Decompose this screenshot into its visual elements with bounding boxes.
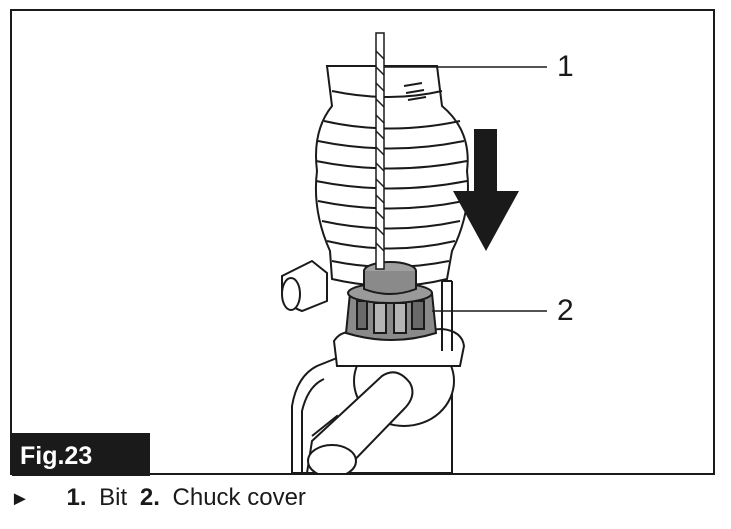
caption-item-1-text: Bit — [99, 484, 128, 511]
down-arrow — [453, 129, 519, 251]
figure-label: Fig.23 — [12, 433, 150, 476]
drill-bit — [375, 32, 385, 270]
dust-cup — [314, 65, 469, 295]
callout-2: 2 — [557, 294, 574, 327]
dust-spout — [281, 259, 328, 313]
caption-item-2-number: 2. — [139, 484, 160, 511]
drill-illustration — [281, 32, 547, 473]
figure-caption: ► 1. Bit 2. Chuck cover — [10, 484, 306, 512]
figure-frame: 1 2 — [10, 9, 715, 475]
callout-1: 1 — [557, 50, 574, 83]
caption-item-1-number: 1. — [66, 484, 87, 511]
caption-marker-icon: ► — [10, 488, 30, 510]
caption-item-2-text: Chuck cover — [172, 484, 306, 511]
